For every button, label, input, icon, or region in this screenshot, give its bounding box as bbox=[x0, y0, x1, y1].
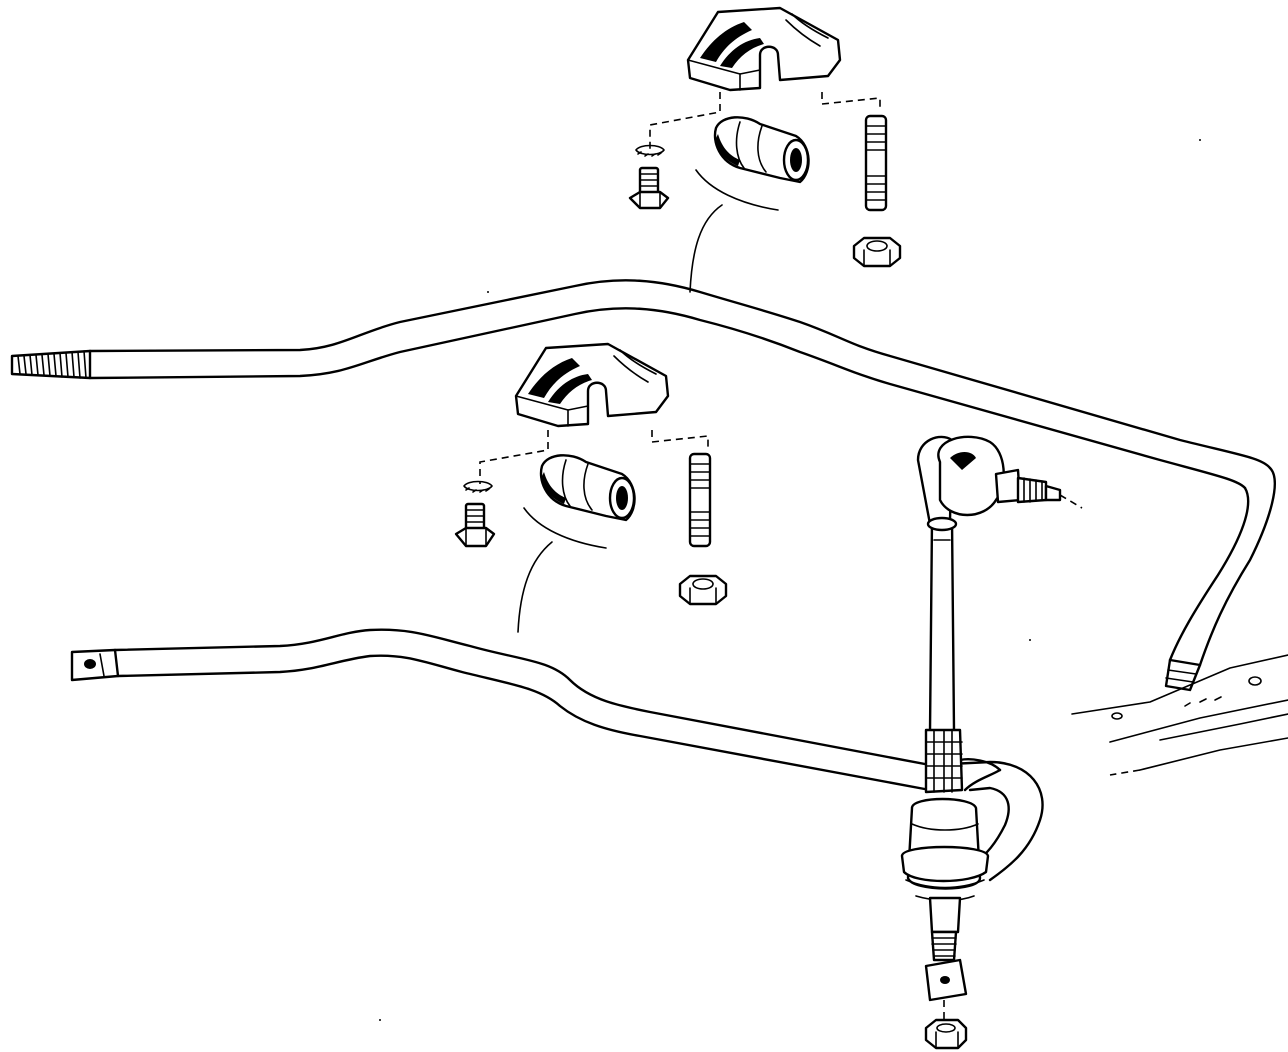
stabilizer-bar-lower bbox=[70, 628, 1044, 882]
lower-clamp-bracket bbox=[514, 342, 670, 428]
upper-nut bbox=[852, 236, 902, 268]
upper-washer bbox=[635, 144, 665, 157]
lower-rubber-bushing bbox=[539, 454, 636, 522]
lower-leader-bolt bbox=[479, 430, 549, 484]
lower-nut bbox=[678, 574, 728, 606]
lower-mount-arc bbox=[523, 507, 607, 549]
upper-mount-arc bbox=[695, 169, 779, 211]
link-nut bbox=[924, 1018, 968, 1050]
upper-rubber-bushing bbox=[713, 116, 810, 184]
upper-bolt bbox=[628, 166, 670, 210]
upper-leader-stud bbox=[821, 92, 881, 110]
upper-leader-bolt bbox=[649, 92, 721, 150]
upper-mount-leader bbox=[689, 204, 723, 293]
upper-clamp-bracket bbox=[686, 6, 842, 92]
lower-mount-leader bbox=[517, 541, 553, 633]
scan-specks bbox=[379, 139, 1201, 1021]
threaded-end-icon bbox=[10, 349, 92, 380]
lower-stud bbox=[688, 452, 712, 548]
lower-washer bbox=[463, 480, 493, 493]
upper-stud bbox=[864, 114, 888, 212]
drop-link bbox=[900, 435, 1083, 1022]
flat-end-eye-icon bbox=[70, 648, 120, 682]
lower-leader-stud bbox=[651, 430, 709, 450]
stabilizer-bar-upper bbox=[10, 279, 1276, 692]
bar-end-fitting-icon bbox=[1164, 658, 1202, 692]
lower-bolt bbox=[454, 502, 496, 548]
chassis-plate bbox=[1071, 654, 1288, 776]
